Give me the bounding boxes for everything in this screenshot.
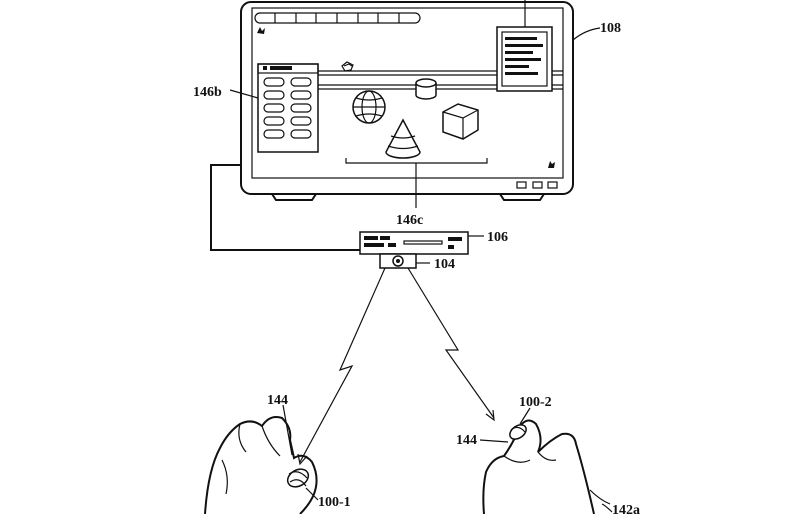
globe-icon[interactable] (352, 90, 386, 124)
info-panel (496, 0, 553, 92)
hand-cursor-icon (257, 27, 265, 34)
object-group-bracket (345, 158, 488, 208)
cylinder-icon[interactable] (415, 78, 437, 100)
right-hand (482, 419, 611, 515)
monitor-button[interactable] (547, 181, 558, 189)
label-ring-left: 100-1 (318, 495, 351, 510)
menu-panel (257, 63, 319, 153)
ring-right[interactable] (507, 422, 529, 442)
game-console (359, 231, 484, 255)
label-object-group: 146c (396, 213, 423, 228)
screen-toolbar (254, 12, 421, 24)
wireless-signal-right (407, 267, 495, 422)
hand-cursor-icon (341, 61, 354, 72)
label-console: 106 (487, 230, 508, 245)
label-camera: 104 (434, 257, 455, 272)
menu-buttons[interactable] (263, 77, 312, 139)
label-finger-right: 144 (456, 433, 477, 448)
monitor-button[interactable] (516, 181, 527, 189)
label-display: 108 (600, 21, 621, 36)
camera-sensor (379, 253, 430, 269)
label-menu-panel: 146b (193, 85, 222, 100)
ring-left[interactable] (284, 466, 311, 491)
label-finger-left: 144 (267, 393, 288, 408)
wireless-signal-left (297, 267, 386, 466)
cone-icon[interactable] (385, 118, 421, 159)
monitor-button[interactable] (532, 181, 543, 189)
left-hand (204, 416, 318, 515)
display-monitor (240, 1, 574, 201)
hand-cursor-icon (548, 161, 555, 168)
label-hand: 142a (612, 503, 640, 514)
label-ring-right: 100-2 (519, 395, 552, 410)
cube-icon[interactable] (442, 103, 479, 140)
